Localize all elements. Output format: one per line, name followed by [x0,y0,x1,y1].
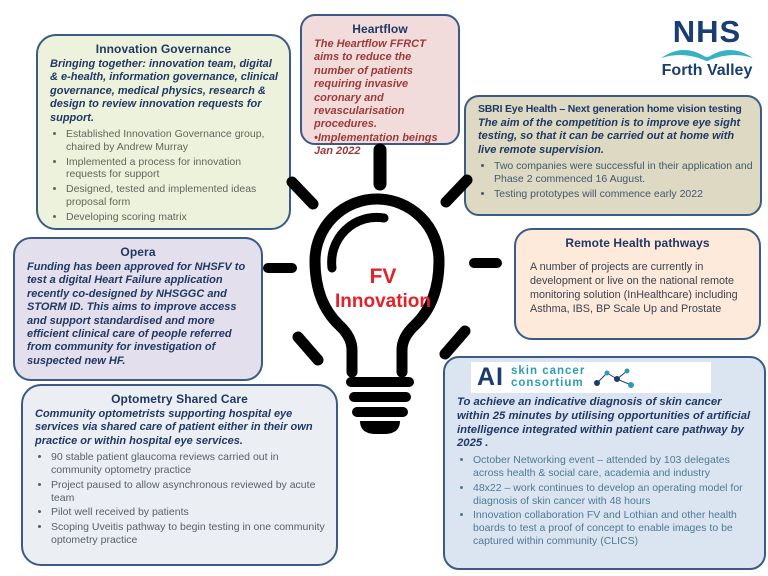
optometry-bullets: 90 stable patient glaucoma reviews carri… [23,451,336,547]
ray-lower-right [439,325,471,360]
bulb-base [346,377,414,434]
nhs-forth-valley-logo: NHS Forth Valley [652,16,762,80]
bullet-item: 90 stable patient glaucoma reviews carri… [51,451,330,477]
skin-cancer-bullets: October Networking event – attended by 1… [445,454,764,548]
bullet-item: Implemented a process for innovation req… [66,156,283,182]
bullet-item: Testing prototypes will commence early 2… [494,188,754,201]
sbri-eye-health-box: SBRI Eye Health – Next generation home v… [464,95,762,216]
nhs-wave-icon [661,49,753,61]
heartflow-lead: The Heartflow FFRCT aims to reduce the n… [314,38,426,131]
ray-upper-left [286,176,319,210]
bullet-item: Innovation collaboration FV and Lothian … [473,509,758,547]
remote-health-title: Remote Health pathways [565,236,710,250]
bullet-item: 48x22 – work continues to develop an ope… [473,482,758,508]
opera-title: Opera [120,245,156,259]
molecule-network-icon [594,368,635,388]
skin-cancer-consortium-box: AI skin cancer consortium To achieve an … [443,356,766,570]
ray-upper-right [440,174,473,208]
innovation-governance-title: Innovation Governance [95,42,232,56]
heartflow-note: •Implementation beings Jan 2022 [314,131,438,158]
bullet-item: Scoping Uveitis pathway to begin testing… [51,521,330,547]
ai-skin-cancer-consortium-logo: AI skin cancer consortium [471,362,711,393]
sbri-title: SBRI Eye Health – Next generation home v… [478,103,742,115]
innovation-governance-box: Innovation Governance Bringing together:… [36,34,291,230]
heartflow-title: Heartflow [352,22,408,36]
opera-lead: Funding has been approved for NHSFV to t… [27,261,246,367]
bullet-item: Developing scoring matrix [66,211,283,224]
bullet-item: Established Innovation Governance group,… [66,128,283,154]
bullet-item: Designed, tested and implemented ideas p… [66,183,283,209]
innovation-governance-bullets: Established Innovation Governance group,… [38,128,289,224]
optometry-lead: Community optometrists supporting hospit… [35,408,313,447]
sbri-lead: The aim of the competition is to improve… [478,117,741,156]
innovation-governance-lead: Bringing together: innovation team, digi… [50,58,278,124]
bulb-highlight-arc [327,212,389,273]
fv-label: FV [370,265,397,288]
ai-logo-text: AI [477,363,504,391]
bullet-item: October Networking event – attended by 1… [473,454,758,480]
sbri-bullets: Two companies were successful in their a… [466,160,760,200]
logo-line2: consortium [511,376,584,389]
remote-health-pathways-box: Remote Health pathways A number of proje… [514,228,761,340]
optometry-shared-care-box: Optometry Shared Care Community optometr… [21,384,338,566]
bullet-item: Pilot well received by patients [51,506,330,519]
heartflow-box: Heartflow The Heartflow FFRCT aims to re… [300,14,460,157]
skin-cancer-lead: To achieve an indicative diagnosis of sk… [457,396,751,450]
nhs-region-text: Forth Valley [661,62,753,79]
innovation-label: Innovation [335,291,431,312]
optometry-title: Optometry Shared Care [111,392,248,406]
bullet-item: Project paused to allow asynchronous rev… [51,479,330,505]
nhs-logo-text: NHS [672,14,742,49]
logo-line1: skin cancer [511,365,586,377]
bullet-item: Two companies were successful in their a… [494,160,754,186]
lightbulb-icon: FV Innovation [263,143,502,434]
remote-health-body: A number of projects are currently in de… [530,261,738,316]
ray-lower-left [292,331,324,366]
bulb-outline [309,193,445,378]
opera-box: Opera Funding has been approved for NHSF… [13,237,263,381]
consortium-logo-text: skin cancer consortium [511,365,586,389]
